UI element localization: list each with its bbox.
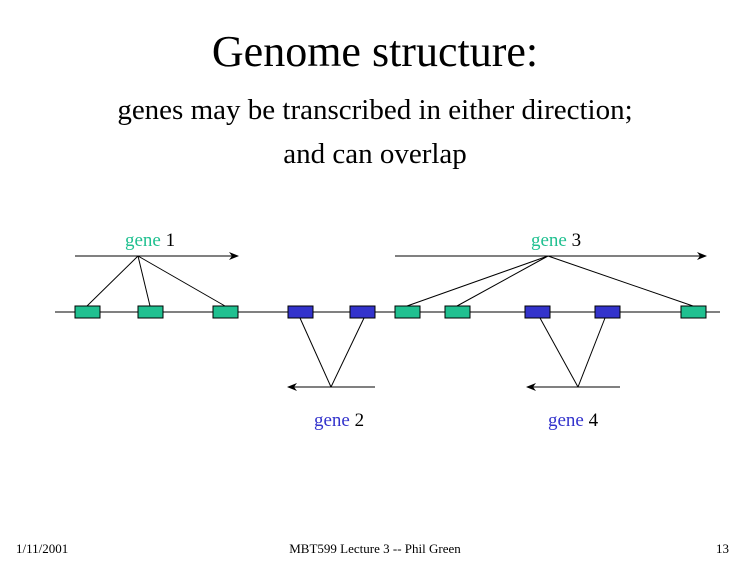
gene-2-exon: [287, 305, 314, 319]
slide-title: Genome structure:: [211, 27, 539, 76]
gene-2-connectors: [299, 317, 365, 388]
gene-4-exon: [524, 305, 551, 319]
gene-3-connectors: [406, 255, 694, 307]
footer-page-number: 13: [716, 541, 729, 556]
gene-4-label: gene 4: [548, 410, 599, 431]
footer-lecture: MBT599 Lecture 3 -- Phil Green: [289, 541, 461, 556]
gene-2-label: gene 2: [314, 410, 365, 431]
subtitle-line-2: and can overlap: [283, 138, 467, 170]
footer-date: 1/11/2001: [16, 541, 69, 556]
gene-1-label: gene 1: [125, 230, 176, 251]
gene-3-exon: [444, 305, 471, 319]
gene-1-exon: [74, 305, 101, 319]
gene-1-connectors: [86, 255, 226, 307]
gene-3-exon: [680, 305, 707, 319]
gene-2-exon: [349, 305, 376, 319]
gene-4-exon: [594, 305, 621, 319]
gene-1-exon: [212, 305, 239, 319]
subtitle-line-1: genes may be transcribed in either direc…: [117, 94, 633, 126]
gene-3-exon: [394, 305, 421, 319]
gene-4-connectors: [539, 317, 606, 388]
gene-1-exon: [137, 305, 164, 319]
gene-3-label: gene 3: [531, 230, 582, 251]
